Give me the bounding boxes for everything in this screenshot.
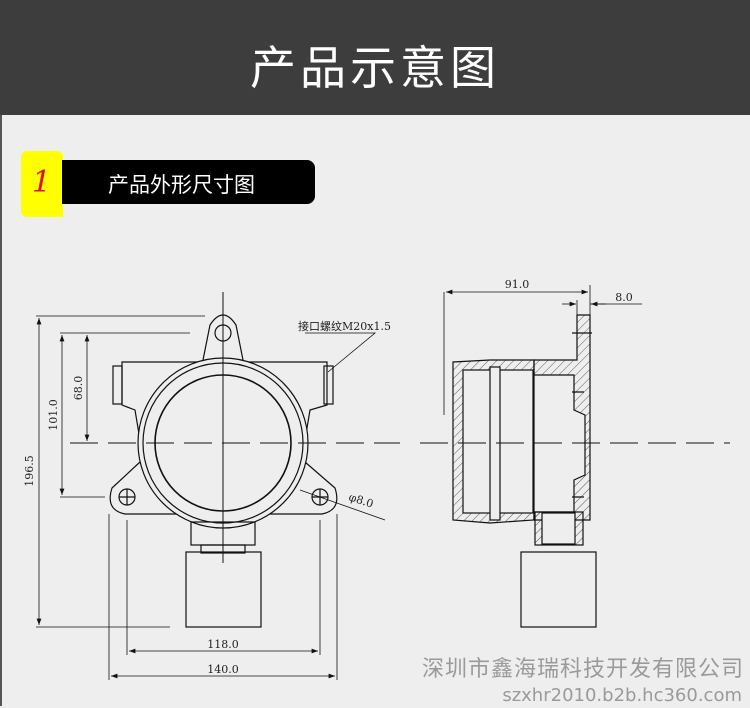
dim-hole-spacing: 118.0 xyxy=(207,638,239,651)
dim-depth: 91.0 xyxy=(505,278,530,291)
dim-center-height: 68.0 xyxy=(72,376,85,401)
page-title: 产品示意图 xyxy=(250,41,500,95)
dim-width-total: 140.0 xyxy=(207,663,239,676)
dim-height-total: 196.5 xyxy=(23,455,36,487)
company-website: szxhr2010.b2b.hc360.com xyxy=(502,685,742,706)
section-title-bar: 产品外形尺寸图 xyxy=(62,160,315,204)
header-banner: 产品示意图 xyxy=(0,0,750,115)
section-number-badge: 1 xyxy=(21,151,63,217)
dim-flange-thickness: 8.0 xyxy=(615,291,633,304)
sensor-head xyxy=(185,551,262,628)
section-title: 产品外形尺寸图 xyxy=(108,173,255,197)
company-name: 深圳市鑫海瑞科技开发有限公司 xyxy=(421,657,744,682)
front-view xyxy=(36,292,400,680)
dim-hole-diameter: φ8.0 xyxy=(347,490,375,510)
dim-hole-height: 101.0 xyxy=(47,399,60,431)
side-view xyxy=(420,285,730,628)
section-number: 1 xyxy=(32,165,52,200)
thread-note: 接口螺纹M20x1.5 xyxy=(298,319,391,333)
right-lug xyxy=(323,365,334,405)
left-lug xyxy=(112,365,123,405)
